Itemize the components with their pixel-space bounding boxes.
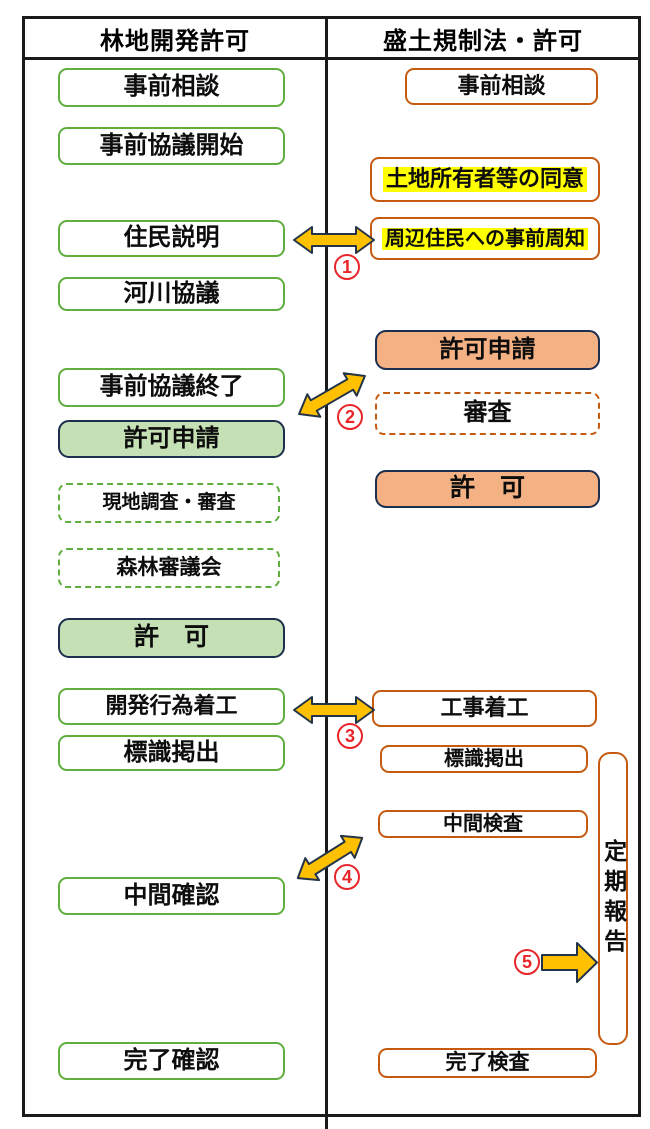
box-permit-right: 許 可 <box>375 470 600 508</box>
box-sign-posting-right: 標識掲出 <box>380 745 588 773</box>
box-pre-consultation-left: 事前相談 <box>58 68 285 107</box>
box-resident-prior-notice: 周辺住民への事前周知 <box>370 217 600 260</box>
box-permit-application-left: 許可申請 <box>58 420 285 458</box>
right-column-header: 盛土規制法・許可 <box>383 27 583 55</box>
circled-number-5: 5 <box>514 949 540 975</box>
box-completion-inspection: 完了検査 <box>378 1048 597 1078</box>
right-arrow-icon-5 <box>541 942 598 983</box>
double-arrow-icon-1 <box>293 226 375 254</box>
box-permit-left: 許 可 <box>58 618 285 658</box>
box-pre-consultation-right: 事前相談 <box>405 68 598 105</box>
circled-number-2: 2 <box>337 404 363 430</box>
box-interim-inspection: 中間検査 <box>378 810 588 838</box>
double-arrow-icon-3 <box>293 696 375 724</box>
box-interim-check: 中間確認 <box>58 877 285 915</box>
column-divider-line <box>325 16 328 1129</box>
circled-number-1: 1 <box>334 254 360 280</box>
box-forest-council: 森林審議会 <box>58 548 280 588</box>
box-review: 審査 <box>375 392 600 435</box>
circled-number-4: 4 <box>334 864 360 890</box>
resident-prior-notice-highlight: 周辺住民への事前周知 <box>382 227 588 250</box>
box-site-survey-review: 現地調査・審査 <box>58 483 280 523</box>
box-landowner-consent: 土地所有者等の同意 <box>370 157 600 202</box>
box-development-start: 開発行為着工 <box>58 688 285 725</box>
header-divider-line <box>22 57 641 60</box>
box-permit-application-right: 許可申請 <box>375 330 600 370</box>
box-pre-discussion-end: 事前協議終了 <box>58 368 285 407</box>
landowner-consent-highlight: 土地所有者等の同意 <box>382 167 587 192</box>
box-construction-start: 工事着工 <box>372 690 597 727</box>
box-pre-discussion-start: 事前協議開始 <box>58 127 285 165</box>
double-arrow-icon-2 <box>298 372 366 418</box>
double-arrow-icon-4 <box>296 834 364 882</box>
left-column-header: 林地開発許可 <box>100 27 250 55</box>
box-sign-posting-left: 標識掲出 <box>58 735 285 771</box>
circled-number-3: 3 <box>337 723 363 749</box>
box-periodic-report: 定期報告 <box>598 752 628 1045</box>
box-river-consultation: 河川協議 <box>58 277 285 311</box>
box-completion-check: 完了確認 <box>58 1042 285 1080</box>
box-resident-briefing: 住民説明 <box>58 220 285 257</box>
